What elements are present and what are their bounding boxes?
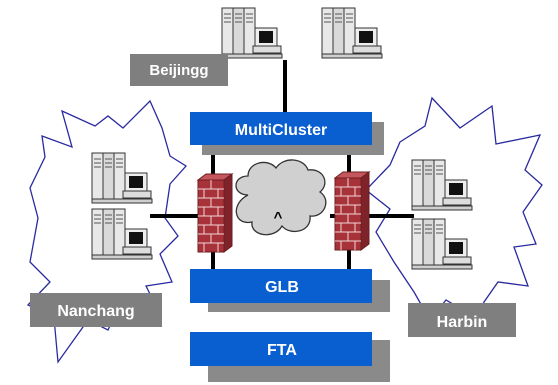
beijing-label: Beijingg — [149, 62, 208, 79]
harbin-label-box — [408, 303, 516, 337]
right-firewall-icon — [334, 171, 370, 251]
left-firewall-icon — [197, 173, 233, 253]
harbin-label: Harbin — [437, 314, 488, 331]
nanchang-label-box — [30, 293, 162, 327]
cloud-mark: ^ — [274, 209, 283, 226]
beijing-label-box — [130, 54, 228, 86]
fta-label: FTA — [267, 342, 297, 359]
fta-box — [190, 332, 372, 366]
multicluster-label: MultiCluster — [235, 122, 327, 139]
glb-box — [190, 269, 372, 303]
nanchang-label: Nanchang — [57, 303, 134, 320]
glb-label: GLB — [265, 279, 299, 296]
beijing-server-2-icon — [321, 7, 383, 59]
network-cloud-icon — [235, 159, 327, 236]
multicluster-box — [190, 112, 372, 145]
beijing-server-1-icon — [221, 7, 283, 59]
